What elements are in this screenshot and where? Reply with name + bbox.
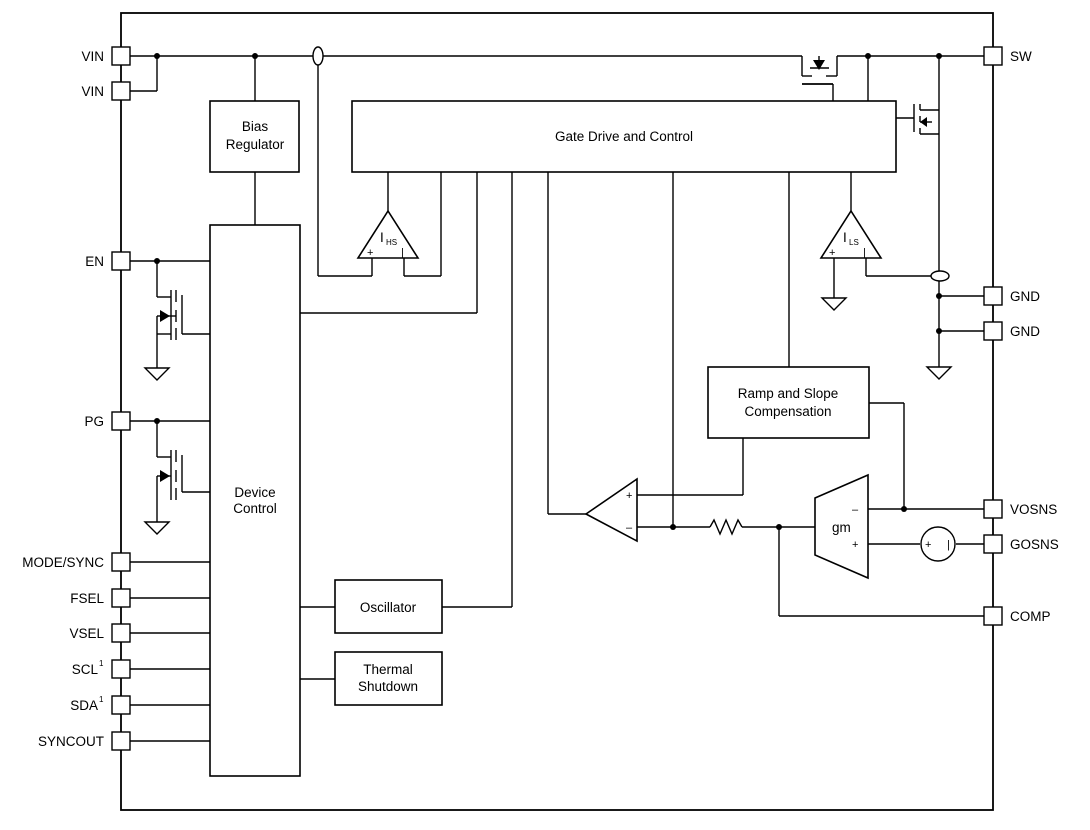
svg-text:Control: Control bbox=[233, 501, 277, 516]
pin-gosns: GOSNS bbox=[983, 534, 1059, 554]
pin-en: EN bbox=[85, 251, 131, 271]
pin-pg: PG bbox=[84, 411, 131, 431]
svg-text:Oscillator: Oscillator bbox=[360, 600, 417, 615]
svg-text:FSEL: FSEL bbox=[70, 591, 104, 606]
svg-text:VSEL: VSEL bbox=[69, 626, 104, 641]
svg-text:–: – bbox=[852, 504, 859, 516]
ils-current-sense-amplifier: I LS + | bbox=[819, 209, 883, 259]
svg-text:EN: EN bbox=[85, 254, 104, 269]
svg-text:I: I bbox=[843, 230, 847, 245]
pin-mode-sync: MODE/SYNC bbox=[22, 552, 131, 572]
svg-text:MODE/SYNC: MODE/SYNC bbox=[22, 555, 104, 570]
svg-text:|: | bbox=[401, 247, 404, 259]
svg-text:Compensation: Compensation bbox=[744, 404, 831, 419]
svg-text:+: + bbox=[367, 247, 373, 259]
svg-text:VIN: VIN bbox=[81, 84, 104, 99]
svg-text:+: + bbox=[925, 539, 931, 551]
gate-drive-block: Gate Drive and Control bbox=[351, 100, 897, 173]
ground-icon bbox=[143, 367, 171, 381]
en-fet-diode-icon bbox=[160, 310, 170, 322]
svg-text:1: 1 bbox=[99, 695, 104, 704]
ground-icon bbox=[143, 521, 171, 535]
svg-text:SCL: SCL bbox=[72, 662, 99, 677]
pin-sw: SW bbox=[983, 46, 1032, 66]
pin-scl: SCL 1 bbox=[72, 659, 131, 679]
pin-vin-1: VIN bbox=[81, 46, 131, 66]
pin-vosns: VOSNS bbox=[983, 499, 1057, 519]
ground-icon bbox=[925, 366, 953, 380]
pin-sda: SDA 1 bbox=[70, 695, 131, 715]
svg-text:Device: Device bbox=[234, 485, 275, 500]
pin-gnd-1: GND bbox=[983, 286, 1040, 306]
reference-voltage-source-icon: + | bbox=[920, 526, 956, 562]
svg-text:+: + bbox=[626, 490, 632, 502]
ground-icon bbox=[820, 297, 848, 311]
svg-text:Thermal: Thermal bbox=[363, 662, 413, 677]
ls-current-sense-icon bbox=[930, 270, 950, 282]
pwm-comparator: + – bbox=[584, 477, 638, 543]
svg-text:|: | bbox=[863, 247, 866, 259]
pin-syncout: SYNCOUT bbox=[38, 731, 131, 751]
pin-vsel: VSEL bbox=[69, 623, 131, 643]
svg-text:SW: SW bbox=[1010, 49, 1032, 64]
svg-text:I: I bbox=[380, 230, 384, 245]
ramp-slope-compensation-block: Ramp and Slope Compensation bbox=[707, 366, 870, 439]
gm-error-amplifier: gm – + bbox=[814, 473, 869, 580]
svg-text:Ramp and Slope: Ramp and Slope bbox=[738, 386, 839, 401]
low-side-fet-icon bbox=[913, 104, 940, 145]
svg-text:VIN: VIN bbox=[81, 49, 104, 64]
svg-text:HS: HS bbox=[386, 238, 397, 247]
svg-text:PG: PG bbox=[84, 414, 104, 429]
svg-text:Gate Drive and Control: Gate Drive and Control bbox=[555, 129, 693, 144]
svg-text:|: | bbox=[947, 539, 950, 551]
svg-text:GOSNS: GOSNS bbox=[1010, 537, 1059, 552]
svg-text:Shutdown: Shutdown bbox=[358, 679, 418, 694]
svg-text:+: + bbox=[829, 247, 835, 259]
svg-text:LS: LS bbox=[849, 238, 859, 247]
pin-gnd-2: GND bbox=[983, 321, 1040, 341]
wiring bbox=[130, 55, 986, 742]
svg-text:VOSNS: VOSNS bbox=[1010, 502, 1057, 517]
svg-text:–: – bbox=[626, 522, 633, 534]
pin-comp: COMP bbox=[983, 606, 1051, 626]
ihs-current-sense-amplifier: I HS + | bbox=[356, 209, 420, 259]
bias-regulator-block: Bias Regulator bbox=[209, 100, 300, 173]
oscillator-block: Oscillator bbox=[334, 579, 443, 634]
svg-text:GND: GND bbox=[1010, 324, 1040, 339]
pg-fet-diode-icon bbox=[160, 470, 170, 482]
svg-text:SYNCOUT: SYNCOUT bbox=[38, 734, 104, 749]
pin-fsel: FSEL bbox=[70, 588, 131, 608]
svg-text:gm: gm bbox=[832, 520, 851, 535]
thermal-shutdown-block: Thermal Shutdown bbox=[334, 651, 443, 706]
svg-text:COMP: COMP bbox=[1010, 609, 1051, 624]
svg-text:Regulator: Regulator bbox=[226, 137, 285, 152]
device-control-block: Device Control bbox=[209, 224, 301, 777]
svg-text:+: + bbox=[852, 539, 858, 551]
high-side-fet-icon bbox=[801, 56, 838, 85]
junction-dots bbox=[154, 53, 942, 530]
svg-text:1: 1 bbox=[99, 659, 104, 668]
svg-text:Bias: Bias bbox=[242, 119, 269, 134]
svg-text:GND: GND bbox=[1010, 289, 1040, 304]
svg-text:SDA: SDA bbox=[70, 698, 98, 713]
pin-vin-2: VIN bbox=[81, 81, 131, 101]
hs-current-sense-icon bbox=[312, 46, 324, 66]
